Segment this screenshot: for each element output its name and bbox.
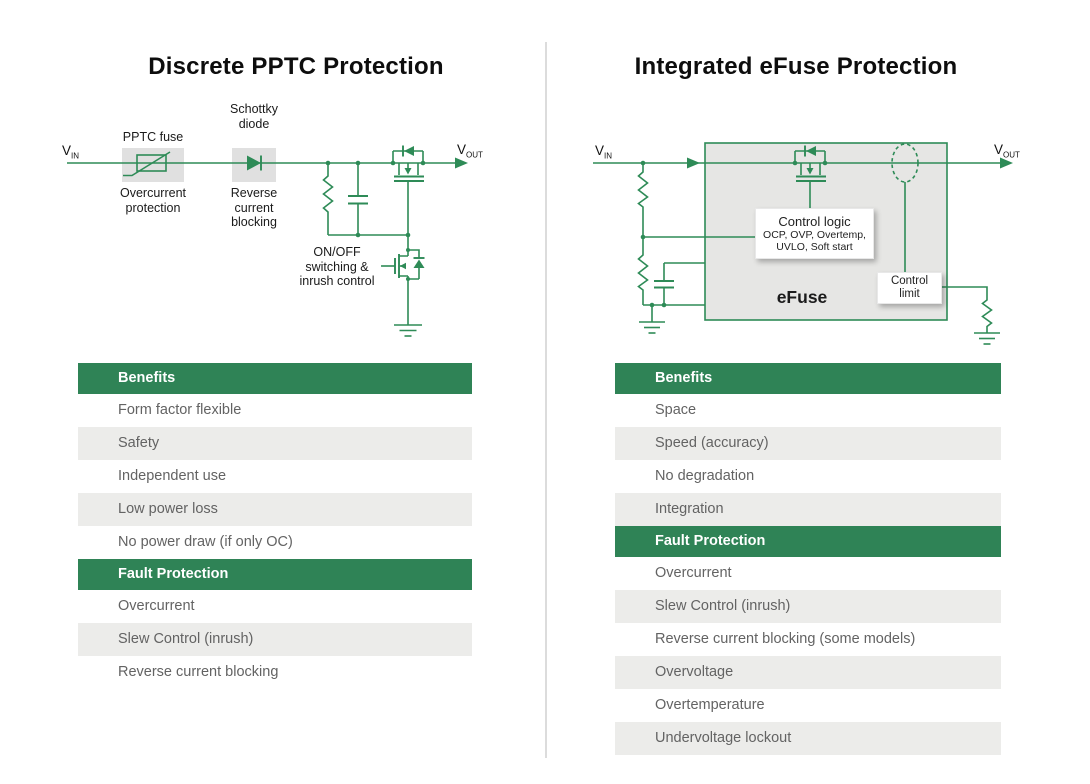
capacitor-symbol [348, 163, 368, 235]
divider-resistor-top [637, 163, 649, 237]
onoff-switching-caption: ON/OFF switching & inrush control [299, 245, 375, 288]
vout-label: VOUT [457, 142, 483, 160]
table-row: Low power loss [78, 493, 472, 526]
benefits-header: Benefits [615, 363, 1001, 394]
table-row: Slew Control (inrush) [78, 623, 472, 656]
ground-symbol [394, 284, 422, 337]
reverse-current-blocking-caption: Reverse current blocking [230, 186, 278, 229]
table-row: Integration [615, 493, 1001, 526]
control-logic-title: Control logic [778, 214, 851, 229]
table-row: Overtemperature [615, 689, 1001, 722]
control-limit-box: Control limit [877, 272, 942, 304]
capacitor-symbol [654, 262, 705, 305]
schottky-diode-label: Schottky diode [230, 102, 278, 131]
pptc-box-bg [122, 148, 184, 182]
right-fault-section: Fault Protection Overcurrent Slew Contro… [615, 526, 1001, 755]
table-row: Undervoltage lockout [615, 722, 1001, 755]
fault-protection-header: Fault Protection [78, 559, 472, 590]
onoff-fet-symbol [381, 248, 425, 284]
reverse-diode-icon [413, 259, 425, 268]
left-panel-title: Discrete PPTC Protection [148, 53, 444, 80]
vin-label: VIN [595, 143, 613, 161]
table-row: Space [615, 394, 1001, 427]
efuse-label: eFuse [776, 287, 828, 307]
pass-fet-symbol [392, 145, 424, 248]
input-arrowhead-icon [687, 157, 700, 169]
vout-arrowhead-icon [1000, 157, 1013, 169]
body-diode-icon [404, 146, 414, 156]
table-row: Reverse current blocking (some models) [615, 623, 1001, 656]
table-row: No power draw (if only OC) [78, 526, 472, 559]
control-logic-detail: OCP, OVP, Overtemp, UVLO, Soft start [763, 229, 866, 253]
body-diode-icon [806, 146, 816, 156]
table-row: Independent use [78, 460, 472, 493]
table-row: No degradation [615, 460, 1001, 493]
table-row: Safety [78, 427, 472, 460]
table-row: Speed (accuracy) [615, 427, 1001, 460]
table-row: Overvoltage [615, 656, 1001, 689]
divider-resistor-bottom [637, 237, 649, 305]
ground-symbol [974, 332, 1000, 345]
resistor-symbol [322, 163, 334, 235]
current-sense-icon [891, 143, 919, 183]
pass-fet-symbol [794, 145, 826, 208]
right-comparison-table: Benefits Space Speed (accuracy) No degra… [615, 363, 1001, 755]
junction-dots [325, 160, 426, 281]
table-row: Overcurrent [78, 590, 472, 623]
vertical-divider [545, 42, 547, 758]
vout-label: VOUT [994, 142, 1020, 160]
ground-symbol [639, 305, 665, 334]
right-benefits-section: Benefits Space Speed (accuracy) No degra… [615, 363, 1001, 526]
left-benefits-section: Benefits Form factor flexible Safety Ind… [78, 363, 472, 559]
table-row: Reverse current blocking [78, 656, 472, 689]
table-row: Overcurrent [615, 557, 1001, 590]
left-comparison-table: Benefits Form factor flexible Safety Ind… [78, 363, 472, 689]
benefits-header: Benefits [78, 363, 472, 394]
limit-resistor-symbol [940, 286, 993, 333]
control-limit-label: Control limit [890, 275, 929, 300]
pptc-fuse-label: PPTC fuse [122, 130, 184, 144]
left-fault-section: Fault Protection Overcurrent Slew Contro… [78, 559, 472, 689]
schottky-diode-symbol [247, 155, 262, 171]
vin-label: VIN [62, 143, 80, 161]
right-panel-title: Integrated eFuse Protection [634, 53, 958, 80]
control-logic-box: Control logic OCP, OVP, Overtemp, UVLO, … [755, 208, 874, 259]
overcurrent-protection-caption: Overcurrent protection [120, 186, 186, 215]
pptc-fuse-symbol [123, 151, 171, 177]
left-circuit [67, 145, 468, 337]
table-row: Slew Control (inrush) [615, 590, 1001, 623]
fault-protection-header: Fault Protection [615, 526, 1001, 557]
junction-dots [640, 160, 828, 308]
vout-arrowhead-icon [455, 157, 468, 169]
table-row: Form factor flexible [78, 394, 472, 427]
